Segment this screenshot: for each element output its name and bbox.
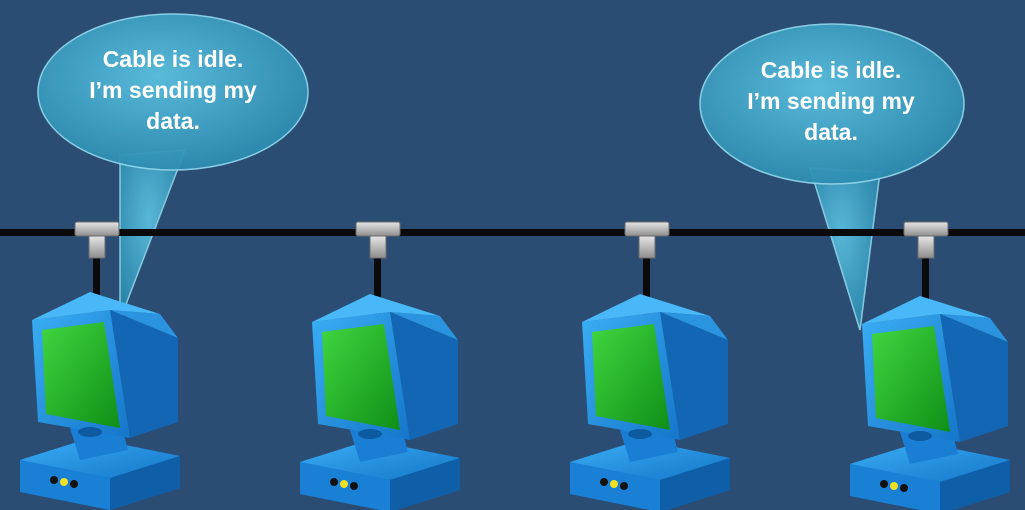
bubble-line: Cable is idle. <box>102 46 244 72</box>
bubble-line: data. <box>146 108 200 134</box>
drop-wire-2 <box>374 250 381 322</box>
speech-bubble-tail-right <box>808 167 881 331</box>
bubble-line: data. <box>804 119 858 145</box>
speech-bubble-right <box>699 23 965 185</box>
t-connector-1 <box>74 221 120 259</box>
drop-wire-4 <box>922 250 929 322</box>
computer-1 <box>20 292 180 510</box>
bubble-line: I’m sending my <box>89 77 257 103</box>
bus-cable <box>0 229 1025 236</box>
drop-wire-3 <box>643 250 650 322</box>
speech-bubble-right-text: Cable is idle. I’m sending my data. <box>721 55 941 148</box>
computer-4 <box>850 296 1010 510</box>
t-connector-4 <box>903 221 949 259</box>
drop-wire-1 <box>93 250 100 322</box>
speech-bubble-left-text: Cable is idle. I’m sending my data. <box>63 44 283 137</box>
computer-2 <box>300 294 460 510</box>
bubble-line: I’m sending my <box>747 88 915 114</box>
speech-bubble-left <box>37 13 309 171</box>
t-connector-2 <box>355 221 401 259</box>
t-connector-3 <box>624 221 670 259</box>
computer-3 <box>570 294 730 510</box>
bubble-line: Cable is idle. <box>760 57 902 83</box>
